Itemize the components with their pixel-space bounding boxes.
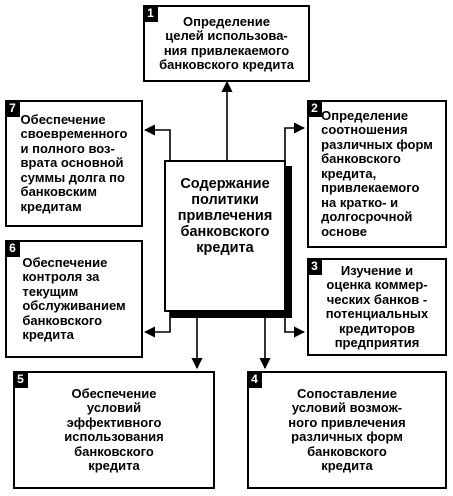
box-2-text: Определение соотношения различных форм б… (321, 107, 433, 239)
box-2-number: 2 (307, 100, 322, 117)
center-box: Содержание политики привлечения банковск… (164, 160, 286, 312)
box-6-number: 6 (5, 240, 20, 257)
box-5: 5 Обеспечение условий эффективного испол… (13, 371, 215, 489)
box-7: 7 Обеспечение своевременного и полного в… (5, 100, 143, 227)
box-7-text: Обеспечение своевременного и полного воз… (20, 111, 128, 214)
box-4-number: 4 (247, 371, 262, 388)
box-5-text: Обеспечение условий эффективного использ… (64, 385, 164, 473)
box-4: 4 Сопоставление условий возмож- ного при… (247, 371, 447, 489)
box-5-number: 5 (13, 371, 28, 388)
box-6: 6 Обеспечение контроля за текущим обслуж… (5, 240, 143, 358)
box-1-number: 1 (143, 5, 158, 22)
arrow-to-box-7 (143, 124, 171, 170)
box-3: 3 Изучение и оценка коммер- ческих банко… (307, 258, 447, 356)
box-4-text: Сопоставление условий возмож- ного привл… (288, 385, 406, 473)
arrow-to-box-2 (284, 122, 306, 188)
center-title: Содержание политики привлечения банковск… (177, 176, 273, 256)
box-3-text: Изучение и оценка коммер- ческих банков … (325, 262, 429, 350)
box-1: 1 Определение целей использова- ния прив… (143, 5, 310, 82)
box-2: 2 Определение соотношения различных форм… (307, 100, 447, 248)
box-7-number: 7 (5, 100, 20, 117)
box-1-text: Определение целей использова- ния привле… (159, 13, 294, 72)
box-6-text: Обеспечение контроля за текущим обслужив… (22, 254, 126, 342)
box-3-number: 3 (307, 258, 322, 275)
arrow-to-box-3 (284, 306, 306, 338)
